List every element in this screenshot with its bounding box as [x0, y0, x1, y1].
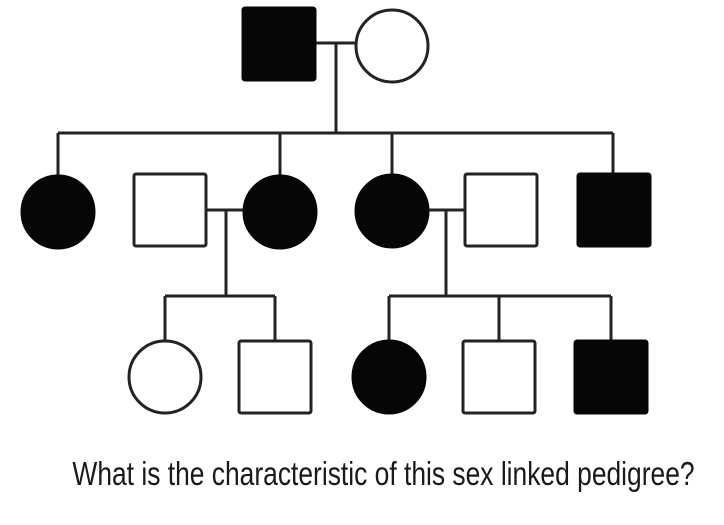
- individual-II-4-female-affected: [354, 173, 430, 249]
- individual-III-4-male-unaffected: [461, 339, 537, 415]
- individual-III-3-female-affected: [351, 339, 427, 415]
- individual-III-1-female-unaffected: [127, 339, 203, 415]
- pedigree-diagram: [20, 6, 652, 415]
- individual-I-2-female-unaffected: [354, 8, 430, 84]
- pedigree-svg: [20, 6, 652, 415]
- individual-II-3-female-affected: [242, 174, 318, 250]
- question-text: What is the characteristic of this sex l…: [72, 455, 695, 492]
- individual-II-6-male-affected: [576, 172, 652, 248]
- individual-II-2-male-unaffected: [132, 172, 208, 248]
- individual-III-2-male-unaffected: [237, 339, 313, 415]
- individual-II-5-male-unaffected: [463, 172, 539, 248]
- individual-II-1-female-affected: [20, 174, 96, 250]
- individual-I-1-male-affected: [241, 6, 317, 82]
- individual-III-5-male-affected: [573, 339, 649, 415]
